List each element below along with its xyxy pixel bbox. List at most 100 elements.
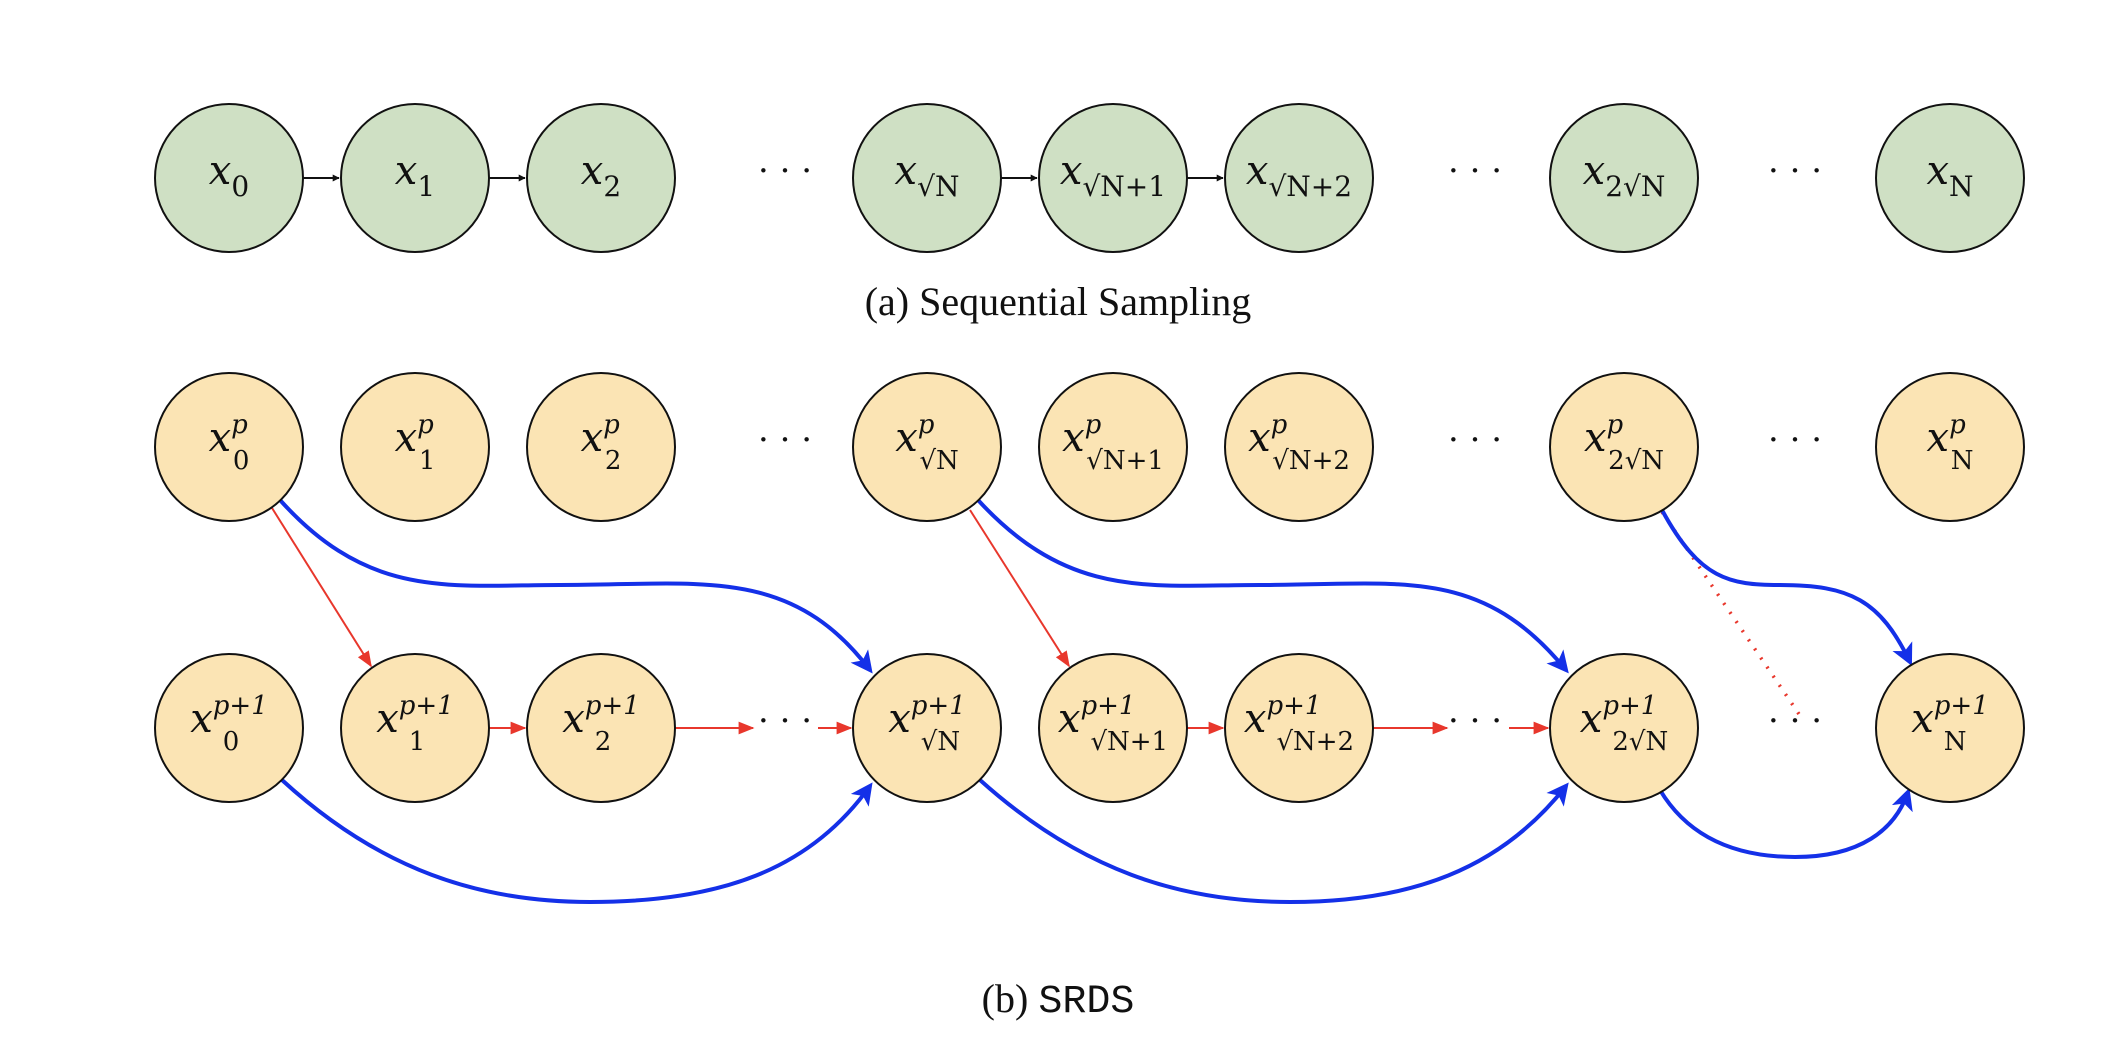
srds-bot-node-1-circle (340, 653, 490, 803)
node-label: x√N (895, 148, 960, 203)
node-label-sub: 1 (409, 727, 426, 757)
node-label-sup: p+1 (1934, 691, 1989, 721)
srds-bot-node-2-circle (526, 653, 676, 803)
node-label-sup: p (1949, 410, 1966, 440)
node-label-sub: 2 (603, 170, 621, 203)
node-label-sup: p+1 (1602, 691, 1657, 721)
blue-bot-0-to-bot-sqrtN (280, 778, 873, 905)
ellipsis-1-2: · · · (1768, 420, 1822, 460)
seq-node-0: x0 (154, 103, 304, 253)
srds-bot-node-0-circle (154, 653, 304, 803)
seq-node-6-circle (1549, 103, 1699, 253)
srds-top-node-2-circle (526, 372, 676, 522)
node-label: xp√N+2 (1248, 410, 1350, 476)
node-label: x2√N (1583, 148, 1666, 203)
srds-top-node-4-circle (1038, 372, 1188, 522)
node-label-sub: 2√N (1608, 446, 1664, 476)
ellipsis-1-0: · · · (758, 420, 812, 460)
node-label: x√N+1 (1060, 148, 1166, 203)
seq-node-2-circle (526, 103, 676, 253)
caption-sequential-sampling: (a) Sequential Sampling (864, 279, 1252, 324)
node-label-sub: √N+2 (1268, 170, 1352, 203)
caption-srds: (b) SRDS (0, 975, 2116, 1025)
node-label-sup: p (603, 410, 620, 440)
srds-top-node-1-circle (340, 372, 490, 522)
red-diag-1 (969, 509, 1070, 668)
node-label-sub: 1 (417, 170, 435, 203)
seq-node-1-circle (340, 103, 490, 253)
node-label-sub: 2 (605, 446, 622, 476)
ellipsis-layer: · · ·· · ·· · ·· · ·· · ·· · ·· · ·· · ·… (758, 151, 1822, 741)
seq-node-3: x√N (852, 103, 1002, 253)
node-label: x√N+2 (1246, 148, 1352, 203)
seq-node-4-circle (1038, 103, 1188, 253)
edges-layer (271, 174, 1913, 905)
node-label-sup: p+1 (1080, 691, 1135, 721)
seq-node-7: xN (1875, 103, 2025, 253)
node-label-sup: p (1085, 410, 1102, 440)
srds-bot-node-5-circle (1224, 653, 1374, 803)
node-label-sup: p (1607, 410, 1624, 440)
srds-top-node-6-circle (1549, 372, 1699, 522)
srds-top-node-4: xp√N+1 (1038, 372, 1188, 522)
node-label-sub: 0 (223, 727, 240, 757)
node-label: xp+1√N+1 (1058, 691, 1168, 757)
srds-bot-node-3: xp+1√N (852, 653, 1002, 803)
red-diag-0 (271, 507, 372, 668)
node-label: x2 (581, 148, 621, 203)
node-label-sup: p+1 (585, 691, 640, 721)
node-label: x1 (395, 148, 435, 203)
node-label: x0 (209, 148, 249, 203)
node-label-sub: N (1944, 727, 1967, 757)
node-label-sup: p+1 (911, 691, 966, 721)
ellipsis-1-1: · · · (1448, 420, 1502, 460)
srds-bot-node-4: xp+1√N+1 (1038, 653, 1188, 803)
srds-top-node-5-circle (1224, 372, 1374, 522)
srds-top-node-3: xp√N (852, 372, 1002, 522)
seq-node-7-circle (1875, 103, 2025, 253)
srds-top-node-0-circle (154, 372, 304, 522)
node-label-sup: p (1271, 410, 1288, 440)
srds-bot-node-3-circle (852, 653, 1002, 803)
node-label-sub: 0 (231, 170, 249, 203)
node-label-sup: p (417, 410, 434, 440)
node-label-sub: √N+2 (1276, 727, 1354, 757)
seq-node-4: x√N+1 (1038, 103, 1188, 253)
caption-srds-name: SRDS (1038, 980, 1135, 1025)
node-label-sub: √N (917, 170, 959, 203)
seq-node-2: x2 (526, 103, 676, 253)
node-label: xp√N (895, 410, 959, 476)
srds-top-node-3-circle (852, 372, 1002, 522)
ellipsis-2-2: · · · (1768, 701, 1822, 741)
node-label-sup: p+1 (213, 691, 268, 721)
red-dotted (1660, 511, 1805, 721)
node-label: xp+1√N+2 (1244, 691, 1354, 757)
ellipsis-0-0: · · · (758, 151, 812, 191)
node-label-sub: 2√N (1605, 170, 1665, 203)
node-label-sub: N (1951, 446, 1974, 476)
node-label-sub: 2 (595, 727, 612, 757)
srds-bot-node-6-circle (1549, 653, 1699, 803)
node-label-sub: 2√N (1612, 727, 1668, 757)
node-label-sub: N (1949, 170, 1974, 203)
node-label: xp√N+1 (1062, 410, 1164, 476)
node-label-sup: p+1 (1266, 691, 1321, 721)
node-label-sub: √N+2 (1272, 446, 1350, 476)
blue-top-sqrtN-to-bot-2sqrtN (976, 498, 1569, 674)
blue-top-2sqrtN-to-bot-N (1660, 509, 1913, 666)
